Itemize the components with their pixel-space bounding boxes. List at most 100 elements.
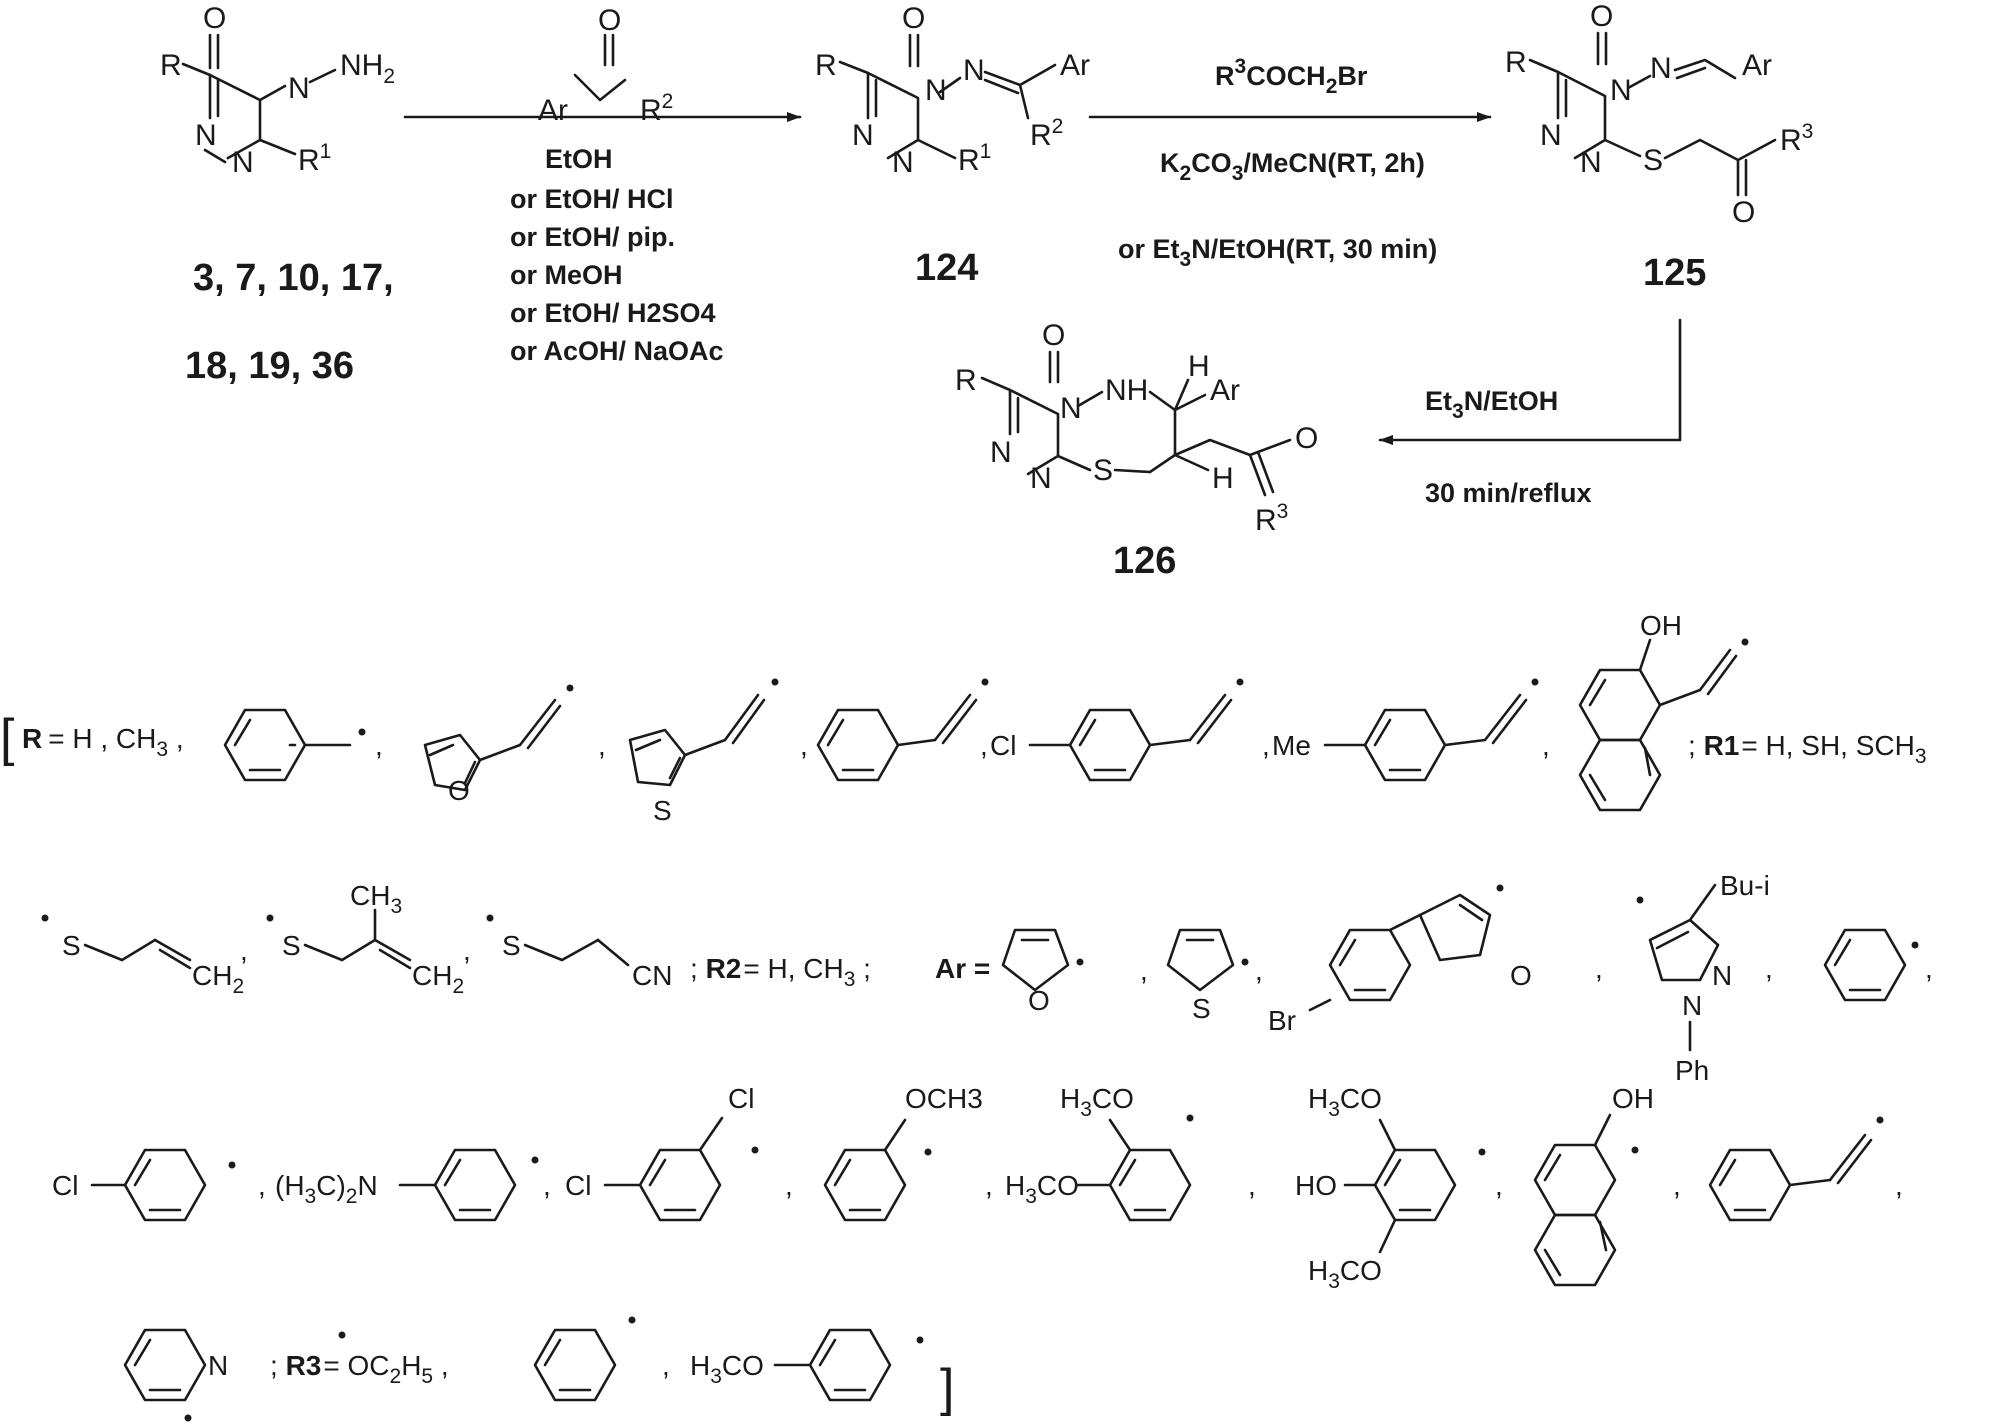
separator: , [543,1170,551,1201]
atom-h: H [1188,350,1210,383]
separator: , [258,1170,266,1201]
svg-text:H3CO: H3CO [1308,1083,1382,1121]
svg-text:S: S [282,930,301,961]
svg-text:N: N [208,1350,228,1381]
separator: , [598,730,606,761]
separator: , [800,730,808,761]
atom-o: O [203,2,226,35]
separator: , [1255,955,1263,986]
ar-methoxyphenyl: OCH3 [823,1083,983,1222]
compound-125-label: 125 [1643,252,1706,294]
atom-r: R [160,49,182,82]
condition-line: EtOH [545,144,613,174]
atom-o: O [1590,0,1613,33]
ar-pyrazolyl: Bu-i N N Ph [1636,870,1770,1086]
separator: , [1495,1170,1503,1201]
separator: , [662,1350,670,1381]
atom-nh2: NH2 [340,49,395,88]
ar-chlorophenyl: Cl [52,1148,236,1222]
separator: , [240,935,248,966]
r-phenyl: , [223,708,383,782]
atom-nh: NH [1105,374,1148,407]
svg-text:O: O [1510,960,1532,991]
step2-reagent: R3COCH2Br [1215,55,1368,98]
r-chlorostyryl: Cl [990,678,1244,782]
step1-conditions: EtOH or EtOH/ HCl or EtOH/ pip. or MeOH … [510,144,724,366]
svg-text:S: S [653,795,672,826]
separator: , [985,1170,993,1201]
separator: , [785,1170,793,1201]
atom-n: N [925,74,947,107]
atom-r3: R3 [1780,120,1813,157]
atom-s: S [1643,144,1663,177]
atom-ar: Ar [1210,374,1240,407]
atom-n: N [1030,462,1052,495]
svg-text:Br: Br [1268,1005,1296,1036]
svg-text:H3CO: H3CO [1005,1170,1079,1208]
r-furylvinyl: O [423,684,574,806]
svg-text:S: S [502,930,521,961]
atom-n: N [288,72,310,105]
svg-text:O: O [448,775,470,806]
svg-text:Bu-i: Bu-i [1720,870,1770,901]
legend-r3: ; R3= OC2H5 , [270,1350,449,1388]
legend-r2: ; R2= H, CH3 ; [690,953,871,991]
step3-condition-2: 30 min/reflux [1425,478,1592,508]
ar-bromophenylfuryl: Br O [1268,884,1532,1036]
atom-n: N [852,119,874,152]
compound-124-structure: R O N N Ar N N R1 R2 [815,2,1090,179]
ar-hydroxynaphthyl: OH [1533,1083,1654,1287]
atom-n: N [1580,146,1602,179]
compound-3-structure: R O N NH2 N N R1 [160,2,395,179]
atom-n: N [1610,74,1632,107]
atom-ar: Ar [538,94,568,127]
svg-text:CN: CN [632,960,672,991]
atom-n: N [1540,119,1562,152]
separator: , [1673,1170,1681,1201]
atom-n: N [892,146,914,179]
svg-text:Me: Me [1272,730,1311,761]
atom-r1: R1 [298,140,331,177]
svg-text:CH2: CH2 [412,960,464,998]
separator: , [1595,953,1603,984]
ar-thienyl: S [1166,928,1249,1024]
atom-r3: R3 [1255,500,1288,537]
r3-phenyl [533,1316,636,1402]
atom-o: O [902,2,925,35]
atom-h: H [1212,462,1234,495]
atom-o: O [1042,319,1065,352]
condition-line: or EtOH/ H2SO4 [510,298,716,328]
atom-n: N [1650,52,1672,85]
r1-methallylthio: S CH3 CH2 [266,880,464,998]
atom-r2: R2 [1030,115,1063,152]
atom-n: N [963,54,985,87]
compound-126-label: 126 [1113,540,1176,582]
condition-line: or MeOH [510,260,623,290]
bracket-open: [ [0,709,15,767]
svg-text:Ph: Ph [1675,1055,1709,1086]
separator: , [1248,1170,1256,1201]
svg-text:O: O [1028,985,1050,1016]
atom-r: R [955,364,977,397]
r3-dot [338,1331,346,1339]
separator: , [463,935,471,966]
compound-126-structure: R O N NH H Ar N N S H O R3 [955,319,1318,537]
svg-text:N: N [1682,990,1702,1021]
ketone-reagent: O Ar R2 [538,4,673,127]
svg-text:H3CO: H3CO [1060,1083,1134,1121]
separator: , [1925,953,1933,984]
svg-text:OH: OH [1640,610,1682,641]
atom-ar: Ar [1742,49,1772,82]
r-hydroxynaphthylvinyl: OH [1578,610,1749,812]
svg-text:Cl: Cl [52,1170,78,1201]
legend-r: R= H , CH3 , [22,723,184,761]
compound-3-label: 3, 7, 10, 17, [193,257,394,299]
atom-o: O [598,4,621,37]
ar-styryl [1708,1116,1884,1222]
svg-text:Cl: Cl [728,1083,754,1114]
atom-n: N [232,146,254,179]
svg-text:S: S [1192,993,1211,1024]
atom-n: N [1060,392,1082,425]
ar-pyridyl: N [123,1328,228,1422]
